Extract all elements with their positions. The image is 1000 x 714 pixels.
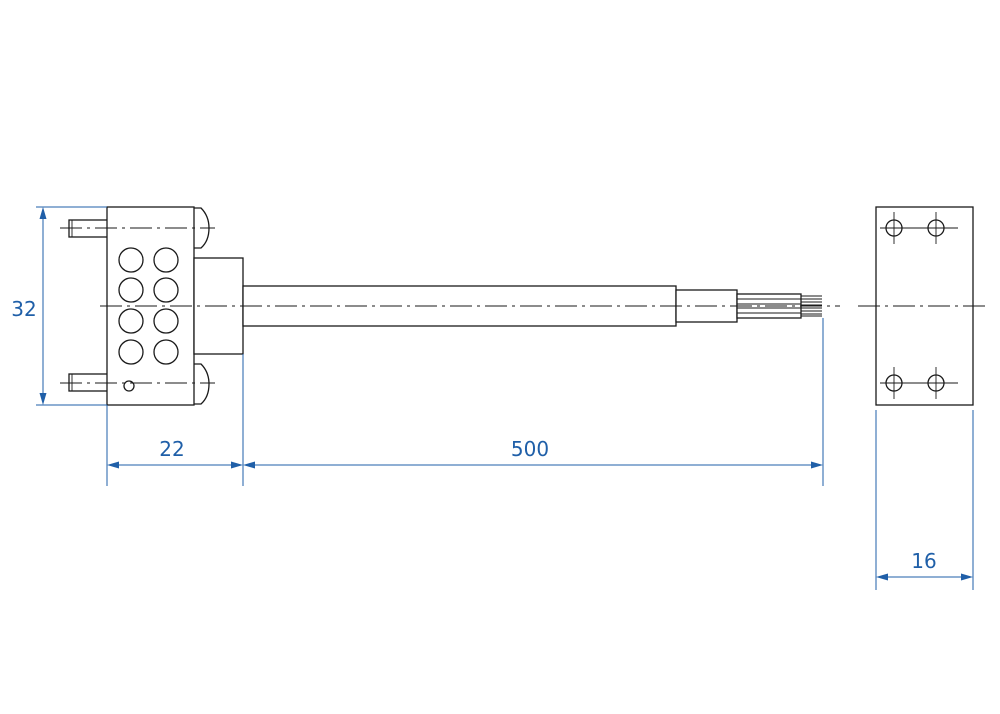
contact-hole [118, 247, 144, 273]
dimension-connector-length-label: 22 [159, 437, 184, 461]
dimension-height-label: 32 [11, 297, 36, 321]
coding-hole [123, 380, 135, 392]
dimension-cable-length: 500 [243, 318, 824, 486]
dimension-width-label: 16 [911, 549, 936, 573]
contact-hole [153, 247, 179, 273]
side-view [60, 206, 840, 406]
contact-hole [153, 308, 179, 334]
contact-holes [118, 247, 179, 392]
dimension-cable-length-label: 500 [511, 437, 549, 461]
contact-hole [153, 339, 179, 365]
end-view [858, 206, 985, 406]
contact-hole [118, 277, 144, 303]
dimension-height: 32 [11, 206, 107, 406]
dimension-width: 16 [875, 410, 974, 590]
contact-hole [118, 308, 144, 334]
dimension-connector-length: 22 [106, 354, 244, 486]
contact-hole [118, 339, 144, 365]
contact-hole [153, 277, 179, 303]
